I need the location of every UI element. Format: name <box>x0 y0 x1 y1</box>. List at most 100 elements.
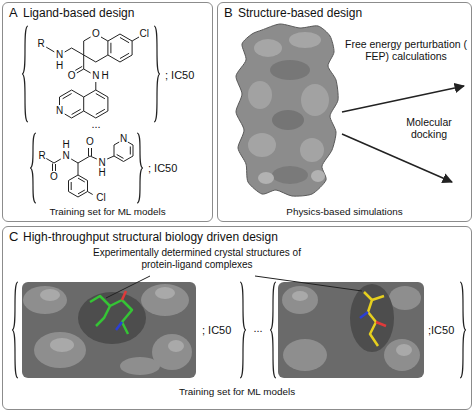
crystal-structure-image <box>278 282 424 378</box>
crystal-structure-image <box>278 282 424 378</box>
protein-surface-texture <box>300 138 324 162</box>
panel-box: B Structure-based designPhysics-based sim… <box>217 2 472 222</box>
chemical-structure <box>89 148 92 156</box>
chemical-structure <box>46 34 139 118</box>
crystal-structure-image <box>40 289 60 301</box>
crystal-structure-image <box>350 284 394 352</box>
crystal-structure-image <box>96 306 110 326</box>
curly-brace <box>137 133 143 203</box>
panel-caption: Training set for ML models <box>3 206 212 217</box>
activity-label: ;IC50 <box>428 324 454 337</box>
crystal-structure-image <box>384 339 420 371</box>
chemical-structure <box>96 94 105 115</box>
leader-line <box>106 276 362 298</box>
atom-symbol: H <box>98 167 105 179</box>
panel-box: A Ligand-based designTraining set for ML … <box>2 2 213 222</box>
chemical-structure <box>69 175 88 197</box>
callout-text: Experimentally determined crystal struct… <box>92 247 302 270</box>
crystal-structure-image <box>116 322 122 330</box>
protein-surface-texture <box>311 170 325 182</box>
panel-letter: C <box>9 230 18 245</box>
crystal-structure-image <box>389 286 421 310</box>
atom-symbol: H <box>56 60 63 72</box>
crystal-structure-image <box>34 332 86 368</box>
curly-brace <box>460 282 466 378</box>
chemical-structure <box>60 90 84 118</box>
curly-brace <box>12 282 466 378</box>
atom-symbol: Cl <box>139 28 148 40</box>
panel-caption: Physics-based simulations <box>218 206 471 217</box>
protein-surface-texture <box>272 166 308 184</box>
crystal-structure-image <box>360 312 368 318</box>
atom-symbol: O <box>86 136 94 148</box>
protein-surface-texture <box>301 84 329 116</box>
crystal-structure-image <box>23 286 67 314</box>
curly-brace <box>30 133 36 203</box>
atom-symbol: O <box>50 171 58 183</box>
curly-brace <box>22 26 28 122</box>
crystal-structure-image <box>78 292 146 344</box>
curly-brace <box>154 26 160 122</box>
panel-title: High-throughput structural biology drive… <box>23 231 278 245</box>
curly-brace <box>22 26 160 203</box>
method-label: Free energy perturbation ( FEP) calculat… <box>344 38 468 62</box>
crystal-structure-image <box>283 339 327 371</box>
crystal-structure-image <box>155 287 175 299</box>
chemical-structure <box>114 142 133 162</box>
crystal-structure-image <box>168 340 184 352</box>
arrow <box>342 134 452 182</box>
protein-surface-texture <box>258 172 274 184</box>
chemical-structure <box>84 37 108 62</box>
activity-label: ; IC50 <box>165 69 194 82</box>
crystal-structure-image <box>282 286 318 314</box>
chemical-structure <box>46 142 133 197</box>
atom-symbol: N <box>120 133 127 145</box>
atom-symbol: N <box>56 105 63 117</box>
atom-symbol: H <box>101 70 108 82</box>
panel-caption: Training set for ML models <box>3 386 471 397</box>
protein-surface-texture <box>272 110 304 130</box>
atom-symbol: N <box>98 157 105 169</box>
leader-line <box>106 276 150 298</box>
chemical-structure <box>84 90 108 118</box>
protein-surface-texture <box>248 133 276 157</box>
ellipsis: ... <box>91 118 100 131</box>
crystal-structure-image <box>372 296 384 300</box>
activity-label: ; IC50 <box>202 324 231 337</box>
protein-surface-texture <box>289 32 321 48</box>
chemical-structure <box>65 48 84 55</box>
crystal-structure-image <box>122 291 126 300</box>
atom-symbol: N <box>92 70 99 82</box>
chemical-structure <box>88 192 93 195</box>
panel-title: Structure-based design <box>238 7 362 21</box>
atom-symbol: R <box>38 150 45 162</box>
chemical-structure <box>46 47 54 52</box>
atom-symbol: Cl <box>96 192 105 204</box>
chemical-structure <box>111 38 129 59</box>
panel-letter: B <box>224 6 233 21</box>
crystal-structure-image <box>376 322 386 326</box>
protein-surface <box>236 24 338 196</box>
crystal-structure-image <box>90 296 132 334</box>
atom-symbol: N <box>56 49 63 61</box>
crystal-structure-image <box>120 357 160 375</box>
crystal-structure-image <box>50 338 74 352</box>
arrow <box>342 86 464 112</box>
chemical-structure <box>78 163 79 175</box>
chemical-structure <box>132 37 139 41</box>
method-label: Molecular docking <box>390 116 468 140</box>
panel-title: Ligand-based design <box>23 7 134 21</box>
panel-letter: A <box>9 6 18 21</box>
atom-symbol: O <box>92 28 100 40</box>
crystal-structure-image <box>364 292 378 346</box>
protein-surface-texture <box>248 32 329 184</box>
curly-brace <box>240 282 246 378</box>
atom-symbol: R <box>37 38 44 50</box>
protein-surface-texture <box>248 81 272 109</box>
chemical-structure <box>108 34 132 62</box>
crystal-structure-image <box>141 284 189 316</box>
crystal-structure-image <box>292 291 308 301</box>
atom-symbol: H <box>62 139 69 151</box>
leader-line <box>255 276 362 291</box>
protein-surface-texture <box>270 60 310 80</box>
